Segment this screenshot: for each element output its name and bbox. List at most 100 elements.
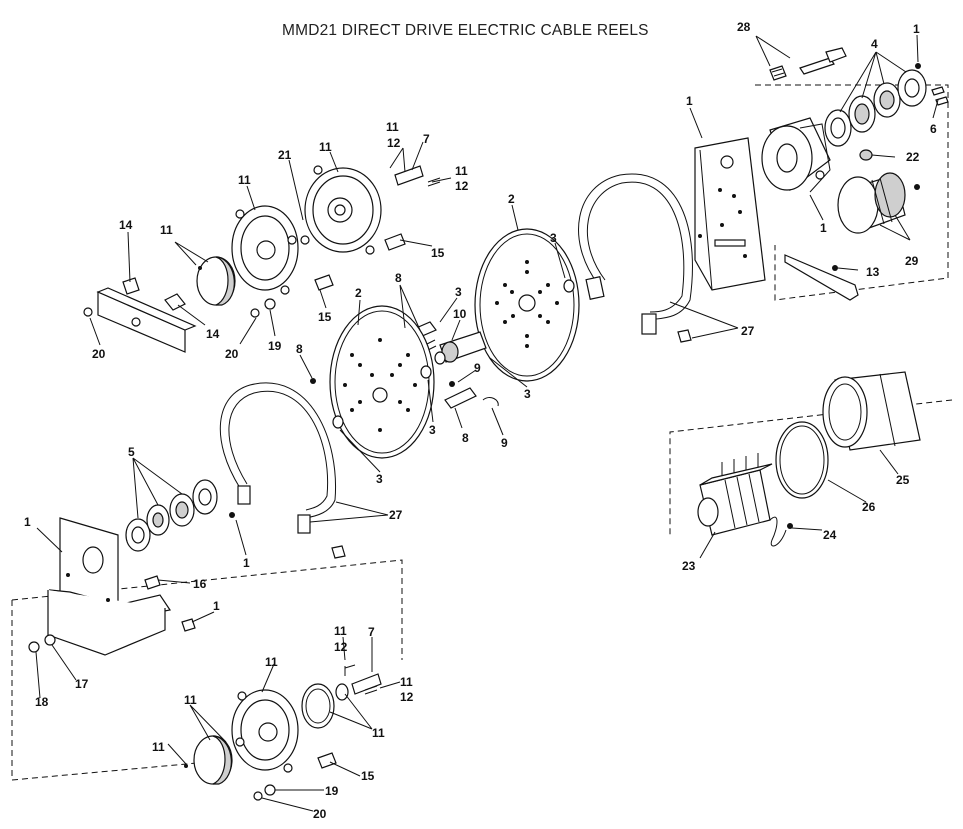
callout-17: 17 [75,677,89,691]
callout-13: 13 [866,265,880,279]
motor-body-upper-part-11 [231,205,299,295]
side-frame-plate-part-1 [694,137,766,291]
diagram-title: MMD21 DIRECT DRIVE ELECTRIC CABLE REELS [282,22,649,39]
bolts-part-15 [314,233,406,291]
callout-11: 11 [319,140,332,154]
callout-11: 11 [400,675,413,689]
bolt-lower-part-15 [317,752,337,769]
callout-1: 1 [213,599,220,613]
crank-handle-part-28 [769,47,847,81]
washers-part-19-20 [83,298,276,318]
callout-19: 19 [268,339,282,353]
bearing-stack-part-4 [824,69,927,147]
callout-3: 3 [376,472,383,486]
callout-28: 28 [737,20,751,34]
callout-16: 16 [193,577,207,591]
callout-2: 2 [508,192,515,206]
callout-2: 2 [355,286,362,300]
base-frame-part-1 [28,517,196,656]
wire-part-24 [769,516,793,547]
callout-18: 18 [35,695,49,709]
lower-left-dashed-boundary [11,559,403,781]
callout-24: 24 [823,528,837,542]
callout-6: 6 [930,122,937,136]
callout-25: 25 [896,473,910,487]
callout-20: 20 [313,807,327,821]
reel-disc-right-part-2 [474,228,580,382]
callout-1: 1 [243,556,250,570]
callout-7: 7 [423,132,430,146]
callout-15: 15 [431,246,445,260]
callout-12: 12 [455,179,469,193]
callout-1: 1 [24,515,31,529]
spring-band-lower-part-27 [219,382,346,559]
collector-housing-part-1 [761,117,831,193]
callout-3: 3 [524,387,531,401]
callout-5: 5 [128,445,135,459]
callout-4: 4 [871,37,878,51]
callout-11: 11 [386,120,399,134]
callout-1: 1 [913,22,920,36]
callout-14: 14 [119,218,133,232]
callout-8: 8 [296,342,303,356]
end-cap-lower-part-11 [184,735,233,785]
controller-block-part-23 [697,453,773,536]
callout-11: 11 [184,693,197,707]
shaft-key-lower-part-7 [344,664,382,695]
callout-20: 20 [92,347,106,361]
callout-27: 27 [741,324,755,338]
callout-11: 11 [455,164,468,178]
plug-part-22 [859,149,873,161]
shaft-key-part-7 [394,165,441,187]
callout-11: 11 [334,624,347,638]
callout-11: 11 [152,740,165,754]
callout-3: 3 [550,231,557,245]
shaft-hub-part-10 [426,331,487,365]
callout-26: 26 [862,500,876,514]
callout-7: 7 [368,625,375,639]
callout-23: 23 [682,559,696,573]
motor-housing-upper-part-11 [300,165,382,255]
callout-21: 21 [278,148,292,162]
end-cap-upper-part-11 [196,256,236,306]
callout-9: 9 [501,436,508,450]
callout-10: 10 [453,307,467,321]
callout-11: 11 [372,726,385,740]
callout-27: 27 [389,508,403,522]
gasket-ring-part-26 [775,421,829,499]
callout-29: 29 [905,254,919,268]
callout-3: 3 [455,285,462,299]
spring-band-upper-part-27 [578,173,693,343]
callout-11: 11 [238,173,251,187]
gasket-part-11 [301,683,349,729]
collector-cover-part-29 [837,172,920,234]
bracket-part-13 [784,254,859,301]
callout-8: 8 [395,271,402,285]
callout-9: 9 [474,361,481,375]
cover-can-part-25 [822,371,921,451]
callout-12: 12 [387,136,401,150]
callout-14: 14 [206,327,220,341]
callout-15: 15 [361,769,375,783]
callout-leader-lines [35,34,939,812]
motor-mount-bracket-part-14 [96,277,197,353]
callout-15: 15 [318,310,332,324]
bearing-stack-part-5 [125,479,235,552]
callout-1: 1 [820,221,827,235]
callout-1: 1 [686,94,693,108]
callout-19: 19 [325,784,339,798]
callout-11: 11 [265,655,278,669]
callout-12: 12 [400,690,414,704]
callout-12: 12 [334,640,348,654]
callout-3: 3 [429,423,436,437]
clip-part-9 [449,381,499,407]
callout-22: 22 [906,150,920,164]
callout-11: 11 [160,223,173,237]
callout-8: 8 [462,431,469,445]
washers-lower-part-19-20 [253,784,276,801]
reel-disc-left-part-2 [310,305,435,459]
upper-right-dashed-boundary [755,84,949,301]
callout-20: 20 [225,347,239,361]
